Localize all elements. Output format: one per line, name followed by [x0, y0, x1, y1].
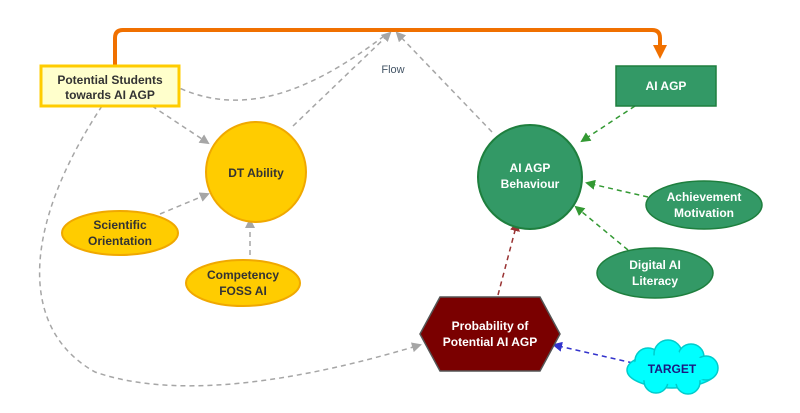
svg-text:FOSS AI: FOSS AI: [219, 284, 267, 298]
arrow-students-to-dt: [151, 105, 210, 145]
node-dt-ability[interactable]: DT Ability: [205, 121, 307, 223]
arrow-behaviour-to-flow: [395, 31, 493, 133]
flow-label: Flow: [381, 64, 404, 76]
arrow-scientific-to-dt: [159, 192, 210, 215]
arrow-students-to-probability: [38, 105, 422, 387]
arrow-target-to-probability: [552, 341, 634, 364]
node-potential-students[interactable]: Potential Students towards AI AGP: [39, 64, 181, 108]
svg-text:TARGET: TARGET: [648, 362, 697, 376]
svg-text:AI AGP: AI AGP: [510, 161, 551, 175]
orange-connector-students-to-agp: [113, 28, 667, 66]
arrow-dt-to-flow: [292, 31, 392, 127]
arrow-achievement-to-behaviour: [585, 179, 649, 198]
svg-text:Behaviour: Behaviour: [501, 177, 560, 191]
node-probability-of-potential-ai-agp[interactable]: Probability of Potential AI AGP: [419, 296, 561, 372]
svg-text:Competency: Competency: [207, 268, 279, 282]
svg-text:Digital AI: Digital AI: [629, 258, 681, 272]
arrow-probability-to-behaviour: [497, 221, 520, 296]
arrow-literacy-to-behaviour: [574, 205, 629, 251]
node-scientific-orientation[interactable]: Scientific Orientation: [61, 210, 179, 256]
svg-text:Potential Students: Potential Students: [57, 73, 163, 87]
svg-text:Motivation: Motivation: [674, 206, 734, 220]
svg-text:Potential AI AGP: Potential AI AGP: [443, 335, 537, 349]
svg-text:AI AGP: AI AGP: [646, 79, 687, 93]
node-ai-agp[interactable]: AI AGP: [615, 65, 717, 107]
node-digital-ai-literacy[interactable]: Digital AI Literacy: [596, 247, 714, 299]
svg-text:Achievement: Achievement: [667, 190, 742, 204]
svg-text:towards AI AGP: towards AI AGP: [65, 88, 155, 102]
node-competency-foss-ai[interactable]: Competency FOSS AI: [185, 259, 301, 307]
arrow-agp-to-behaviour: [580, 105, 636, 143]
svg-text:DT Ability: DT Ability: [228, 166, 284, 180]
node-target[interactable]: TARGET: [626, 339, 719, 395]
node-achievement-motivation[interactable]: Achievement Motivation: [645, 180, 763, 230]
arrow-flow-to-students: [174, 35, 385, 101]
svg-text:Scientific: Scientific: [93, 218, 147, 232]
svg-text:Orientation: Orientation: [88, 234, 152, 248]
svg-text:Literacy: Literacy: [632, 274, 678, 288]
svg-text:Probability of: Probability of: [452, 319, 530, 333]
node-ai-agp-behaviour[interactable]: AI AGP Behaviour: [477, 124, 583, 230]
